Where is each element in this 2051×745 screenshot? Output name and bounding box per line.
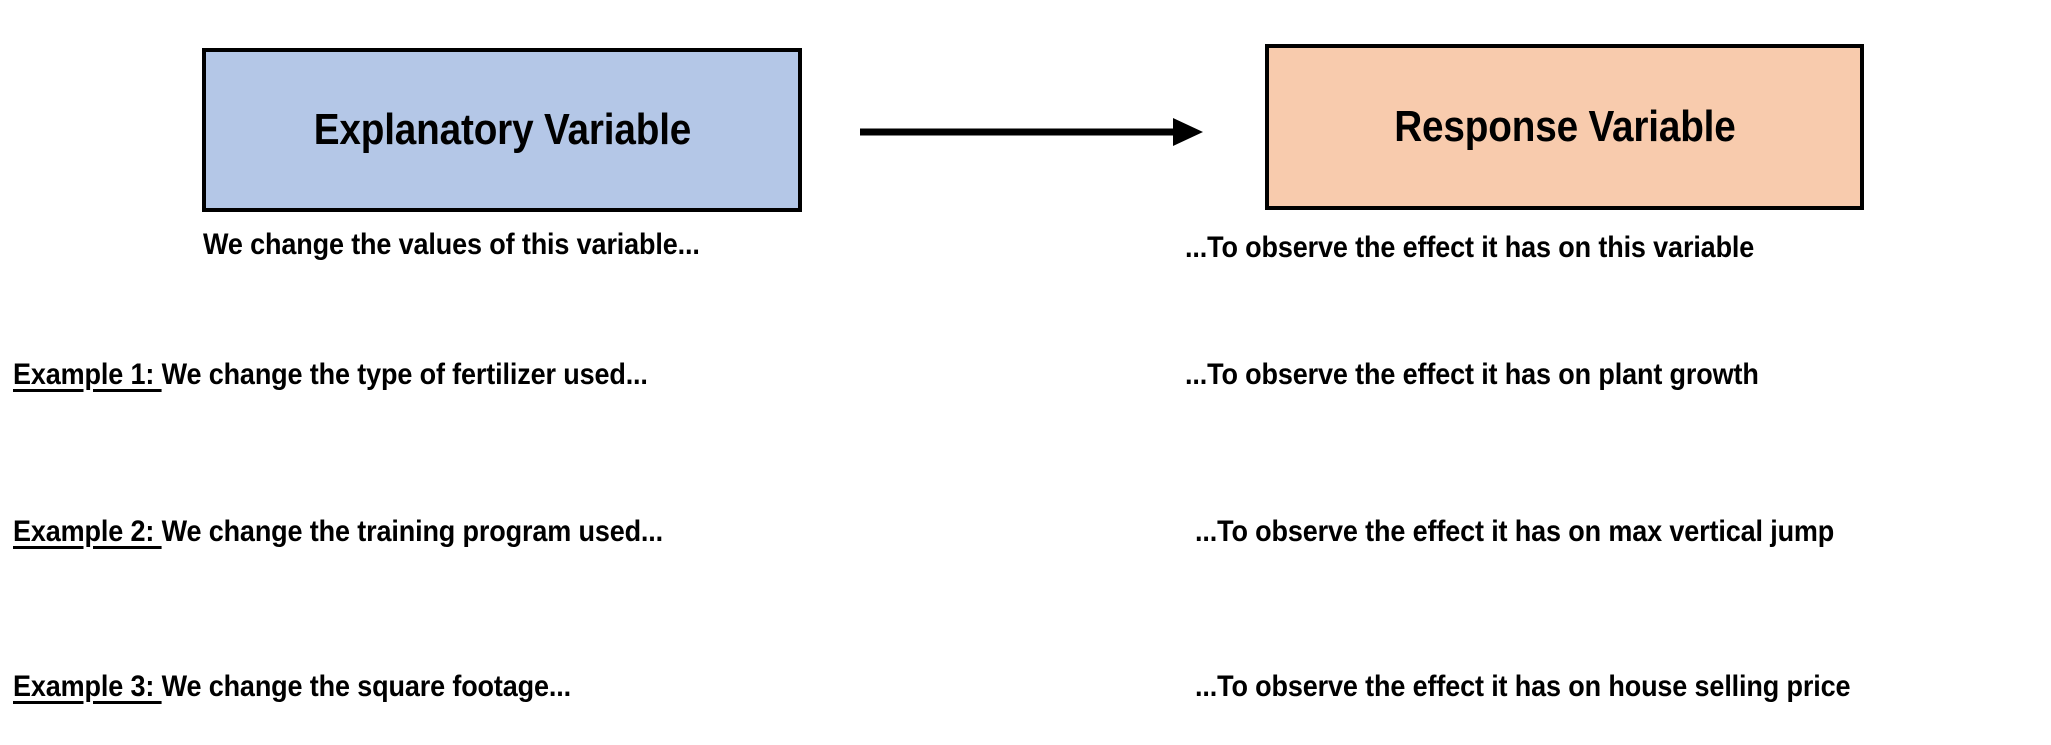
explanatory-variable-box: Explanatory Variable [202,48,802,212]
example-2-left-text: We change the training program used... [161,515,664,548]
example-2-label: Example 2: [13,515,162,548]
example-2-left: Example 2: We change the training progra… [13,515,663,549]
response-variable-label: Response Variable [1393,102,1736,151]
example-3-left-text: We change the square footage... [161,670,572,703]
response-variable-box: Response Variable [1265,44,1864,210]
example-3-left: Example 3: We change the square footage.… [13,670,571,704]
example-3-right: ...To observe the effect it has on house… [1195,670,1851,703]
right-arrow-icon [860,118,1203,146]
explanatory-caption: We change the values of this variable... [203,228,700,261]
example-1-left-text: We change the type of fertilizer used... [161,358,648,391]
example-1-left: Example 1: We change the type of fertili… [13,358,648,392]
example-1-right: ...To observe the effect it has on plant… [1185,358,1759,391]
response-caption: ...To observe the effect it has on this … [1185,231,1755,264]
example-3-label: Example 3: [13,670,162,703]
example-2-right: ...To observe the effect it has on max v… [1195,515,1835,548]
example-1-label: Example 1: [13,358,162,391]
explanatory-variable-label: Explanatory Variable [313,105,691,154]
